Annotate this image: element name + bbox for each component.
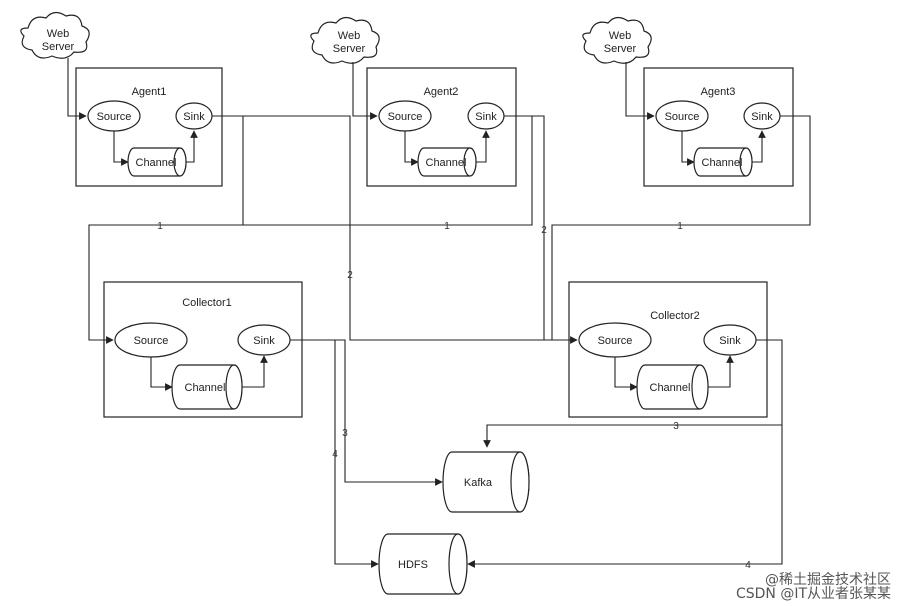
collector1-source-label: Source — [134, 335, 169, 347]
collector1-title: Collector1 — [182, 297, 232, 309]
agent1-channel — [127, 147, 187, 177]
edge-label-collector2-kafka: 3 — [673, 421, 679, 432]
web-server-cloud-1: Web Server — [20, 11, 90, 59]
web-server-cloud-2-line1: Web — [338, 30, 360, 42]
edge-label-agent2-collector2: 2 — [541, 225, 547, 236]
edge-label-collector2-hdfs: 4 — [745, 560, 751, 571]
agent3-title: Agent3 — [701, 86, 736, 98]
agent2-channel-label: Channel — [426, 157, 467, 169]
watermark: @稀土掘金技术社区 CSDN @IT从业者张某某 — [736, 572, 891, 602]
agent-to-collector-edges — [88, 115, 811, 344]
collector1-channel — [171, 364, 243, 410]
agent3-channel-label: Channel — [702, 157, 743, 169]
collector1-sink-label: Sink — [253, 335, 275, 347]
watermark-line2: CSDN @IT从业者张某某 — [736, 586, 891, 602]
web-server-cloud-1-line2: Server — [42, 41, 75, 53]
agent2-box: Agent2 Source Sink Channel — [366, 67, 517, 187]
collector2-source-label: Source — [598, 335, 633, 347]
agent1-sink-label: Sink — [183, 111, 205, 123]
edge-label-agent3-collector2: 1 — [677, 221, 683, 232]
web-server-cloud-2: Web Server — [310, 16, 380, 64]
collector2-channel — [636, 364, 709, 410]
agent3-source-label: Source — [665, 111, 700, 123]
hdfs-label: HDFS — [398, 559, 428, 571]
agent2-channel — [417, 147, 477, 177]
agent1-source-label: Source — [97, 111, 132, 123]
edge-label-agent2-collector1: 1 — [444, 221, 450, 232]
web-server-cloud-3-line2: Server — [604, 43, 637, 55]
edge-label-collector1-hdfs: 4 — [332, 449, 338, 460]
collector2-channel-label: Channel — [650, 382, 691, 394]
edge-label-agent1-collector2: 2 — [347, 270, 353, 281]
collector-to-storage-edges — [290, 339, 783, 568]
agent1-box: Agent1 Source Sink Channel — [75, 67, 223, 187]
agent3-sink-label: Sink — [751, 111, 773, 123]
kafka-label: Kafka — [464, 477, 493, 489]
web-server-edges — [67, 58, 655, 120]
agent2-title: Agent2 — [424, 86, 459, 98]
collector1-box: Collector1 Source Sink Channel — [103, 281, 303, 418]
collector1-channel-label: Channel — [185, 382, 226, 394]
agent3-box: Agent3 Source Sink Channel — [643, 67, 794, 187]
web-server-cloud-1-line1: Web — [47, 28, 69, 40]
edge-label-collector1-kafka: 3 — [342, 428, 348, 439]
web-server-cloud-3: Web Server — [582, 16, 652, 64]
hdfs-cylinder: HDFS — [378, 533, 468, 595]
collector2-box: Collector2 Source Sink Channel — [568, 281, 768, 418]
collector2-sink-label: Sink — [719, 335, 741, 347]
internal-flows — [113, 130, 766, 391]
agent1-channel-label: Channel — [136, 157, 177, 169]
agent1-title: Agent1 — [132, 86, 167, 98]
agent2-sink-label: Sink — [475, 111, 497, 123]
agent2-source-label: Source — [388, 111, 423, 123]
collector2-title: Collector2 — [650, 310, 700, 322]
edge-label-agent1-collector1: 1 — [157, 221, 163, 232]
watermark-line1: @稀土掘金技术社区 — [765, 572, 891, 588]
edge-labels: 1 1 1 2 2 3 4 3 4 — [157, 221, 751, 571]
kafka-cylinder: Kafka — [442, 451, 530, 513]
web-server-cloud-2-line2: Server — [333, 43, 366, 55]
web-server-cloud-3-line1: Web — [609, 30, 631, 42]
agent3-channel — [693, 147, 753, 177]
